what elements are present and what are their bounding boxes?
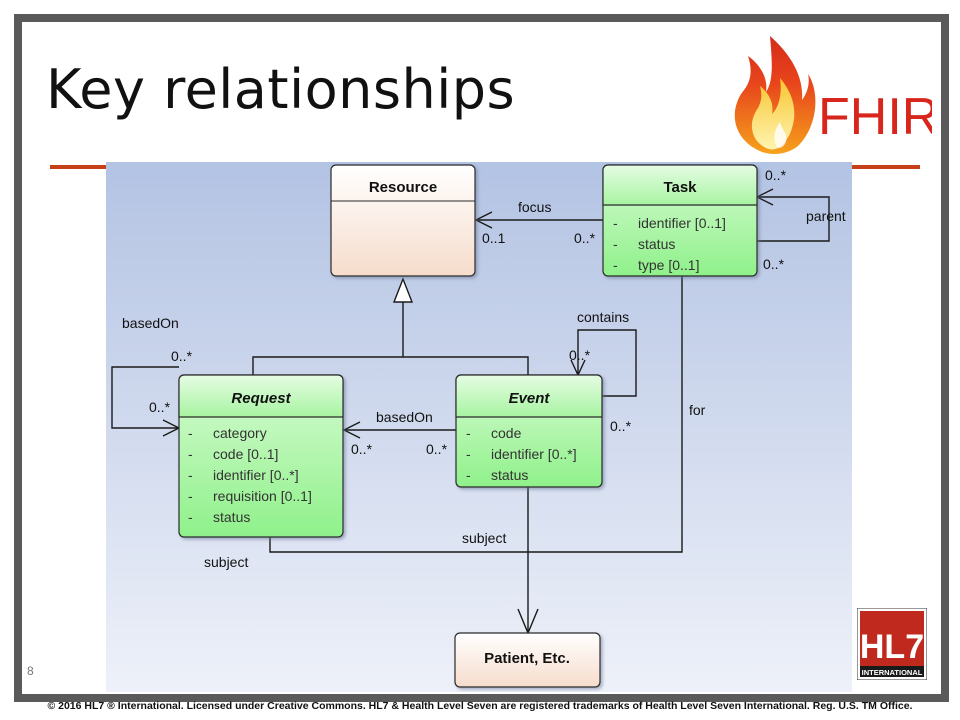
focus-label: focus [518,199,551,215]
uml-diagram: Resource Task - identifier [0..1] - stat… [106,162,852,692]
event-attributes: - code - identifier [0..*] - status [466,425,577,483]
resource-class [330,164,476,277]
contains-multiplicity-top: 0..* [569,347,591,363]
attr-marker: - [188,488,193,504]
event-attr: status [491,467,528,483]
patient-class [454,632,601,688]
parent-connector [757,196,830,242]
attr-marker: - [613,215,618,231]
request-class [178,374,344,538]
title-underline-right [850,165,920,169]
hl7-logo-caption: INTERNATIONAL [862,668,923,677]
request-attributes: - category - code [0..1] - identifier [0… [188,425,312,525]
contains-connector [577,329,637,397]
request-basedon-multiplicity-left: 0..* [149,399,171,415]
attr-marker: - [188,509,193,525]
request-basedon-multiplicity-top: 0..* [171,348,193,364]
flame-icon [734,36,816,154]
event-basedon-multiplicity-right: 0..* [426,441,448,457]
event-attr: code [491,425,522,441]
event-class-title: Event [509,390,551,407]
attr-marker: - [466,467,471,483]
patient-class-title: Patient, Etc. [484,650,570,667]
task-class [602,164,758,277]
hl7-logo-mark: HL7 [860,628,924,666]
fhir-logo: FHIR [734,36,932,154]
request-subject-label: subject [204,554,248,570]
hl7-logo: HL7 INTERNATIONAL [857,608,927,680]
event-basedon-multiplicity-left: 0..* [351,441,373,457]
task-attr: status [638,236,675,252]
request-class-title: Request [231,390,291,407]
attr-marker: - [188,467,193,483]
contains-multiplicity-right: 0..* [610,418,632,434]
focus-source-multiplicity: 0..* [574,230,596,246]
request-attr: code [0..1] [213,446,278,462]
task-attr: identifier [0..1] [638,215,726,231]
slide-title: Key relationships [46,58,516,121]
parent-multiplicity-top: 0..* [765,167,787,183]
generalization-triangle [392,277,414,303]
event-attr: identifier [0..*] [491,446,577,462]
event-class [455,374,603,488]
slide-number: 8 [27,664,34,678]
fhir-logo-text: FHIR [818,88,932,146]
copyright-footer: © 2016 HL7 ® International. Licensed und… [47,700,913,712]
request-attr: status [213,509,250,525]
request-attr: category [213,425,267,441]
task-class-title: Task [663,179,697,196]
focus-target-multiplicity: 0..1 [482,230,506,246]
focus-arrowhead [474,211,493,229]
resource-class-title: Resource [369,179,437,196]
request-attr: identifier [0..*] [213,467,299,483]
for-label: for [689,402,706,418]
task-attr: type [0..1] [638,257,699,273]
request-basedon-label: basedOn [122,315,179,331]
attr-marker: - [188,425,193,441]
parent-label: parent [806,208,846,224]
event-basedon-arrowhead [342,421,361,439]
event-basedon-label: basedOn [376,409,433,425]
request-attr: requisition [0..1] [213,488,312,504]
attr-marker: - [466,446,471,462]
request-generalization-connector [252,356,529,375]
attr-marker: - [613,257,618,273]
attr-marker: - [466,425,471,441]
title-underline-left [50,165,108,169]
attr-marker: - [613,236,618,252]
attr-marker: - [188,446,193,462]
parent-multiplicity-bottom: 0..* [763,256,785,272]
request-basedon-connector [111,366,179,429]
task-attributes: - identifier [0..1] - status - type [0..… [613,215,726,273]
event-subject-label: subject [462,530,506,546]
contains-label: contains [577,309,629,325]
request-subject-connector [269,537,528,553]
for-connector [528,276,683,553]
